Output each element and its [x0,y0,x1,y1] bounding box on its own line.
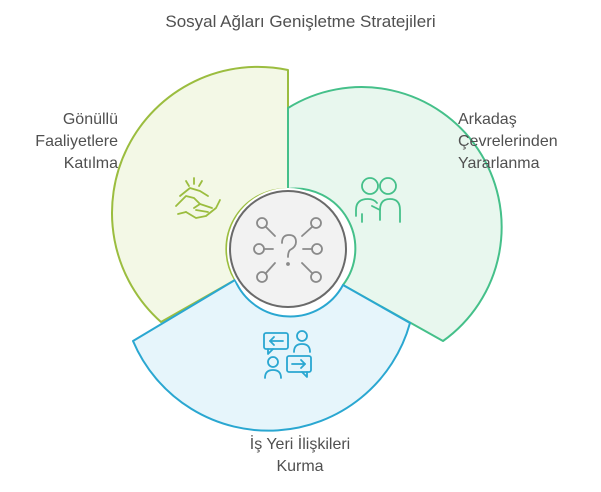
network-question-icon [253,217,323,283]
friends-icon [355,177,401,223]
segment-friend-circles[interactable] [287,86,503,342]
segment-workplace-relations[interactable] [132,279,411,432]
conversation-icon [263,330,312,379]
segment-volunteering[interactable] [111,65,289,323]
label-volunteering: Gönüllü Faaliyetlere Katılma [35,111,118,172]
label-workplace-relations: İş Yeri İlişkileri Kurma [249,436,351,475]
diagram-title: Sosyal Ağları Genişletme Stratejileri [165,12,436,31]
label-friend-circles: Arkadaş Çevrelerinden Yararlanma [458,111,558,172]
center-circle [229,190,347,308]
helping-hands-icon [175,177,221,219]
